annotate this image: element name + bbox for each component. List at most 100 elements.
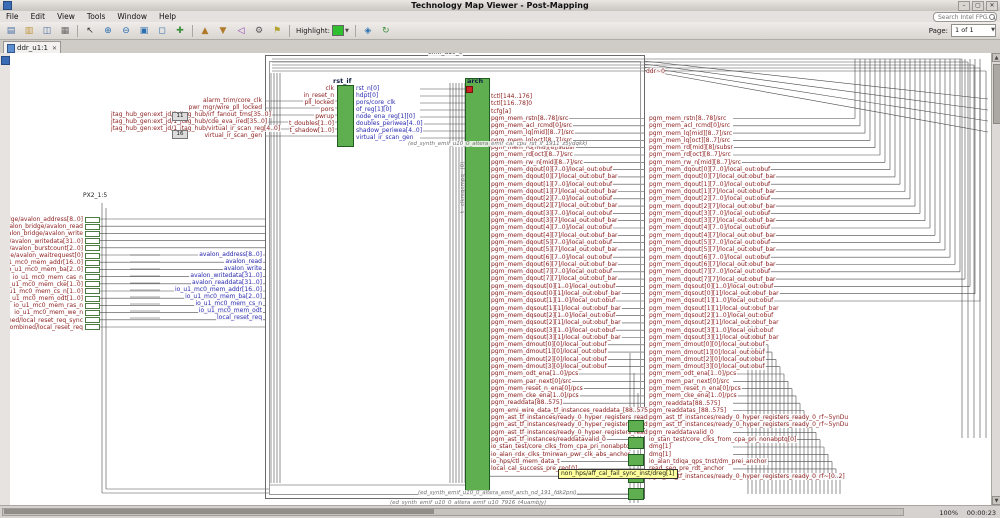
net-label-row[interactable]: pgm_mem_dqout[1][7]/local_out:obuf_bar <box>490 188 655 195</box>
net-label-row[interactable]: pgm_readdatas_[88..575] <box>648 407 848 414</box>
net-label-row[interactable]: pgm_readdatavalid_0 <box>648 429 848 436</box>
chevron-down-icon[interactable]: ▼ <box>991 25 995 36</box>
fanout-id-box[interactable]: 11 <box>172 112 188 121</box>
net-label-row[interactable]: pgm_mem_dqout[7][7..0]/local_out:obuf <box>648 268 848 275</box>
port-pin-box[interactable] <box>85 303 100 309</box>
net-label-row[interactable]: pgm_mem_dmout[2][0]/local_out:obuf <box>490 356 655 363</box>
net-label-row[interactable]: pgm_mem_odt_ena[1..0]/pcs <box>648 370 848 377</box>
maximize-button[interactable]: ▢ <box>972 1 984 11</box>
net-label-row[interactable]: pgm_mem_lq[mid][8..7]/src <box>490 129 655 136</box>
net-label-row[interactable]: pgm_mem_reset_n_ena[0]/pcs <box>648 385 848 392</box>
menu-item[interactable]: Window <box>111 11 153 22</box>
net-label-row[interactable]: pgm_mem_acl_rcmd[0]/src <box>490 122 655 129</box>
net-label-row[interactable]: pgm_mem_dqsout[1][1..0]/local_out:obuf <box>648 297 848 304</box>
input-port-row[interactable]: denali_in_avalon_bridge/avalon_read <box>10 223 100 230</box>
net-label-row[interactable]: pgm_readdata[88..575] <box>490 399 655 406</box>
input-port-row[interactable]: denali_in_avalon_bridge/avalon_writedata… <box>10 238 100 245</box>
toolbar-button[interactable]: ▲ <box>197 23 213 39</box>
net-label-row[interactable]: pgm_mem_lq[mid][8..7]/src <box>648 130 848 137</box>
net-label-row[interactable]: pgm_mem_dqsout[0][1..0]/local_out:obuf <box>648 283 848 290</box>
net-label-row[interactable]: pgm_mem_dqsout[1][1..0]/local_out:obuf <box>490 297 655 304</box>
chevron-down-icon[interactable]: ▼ <box>345 28 349 34</box>
net-label-row[interactable]: pgm_mem_dqsout[2][1]/local_out:obuf_bar <box>648 319 848 326</box>
menu-item[interactable]: View <box>51 11 81 22</box>
toolbar-button[interactable]: ↖ <box>82 23 98 39</box>
toolbar-button[interactable]: ◈ <box>360 23 376 39</box>
net-label-row[interactable]: pgm_ast_tf_instances/ready_0_hyper_regis… <box>648 421 848 428</box>
net-label-row[interactable]: pgm_mem_dqout[5][7..0]/local_out:obuf <box>648 239 848 246</box>
net-label-row[interactable]: pgm_mem_dqout[6][7]/local_out:obuf_bar <box>490 261 655 268</box>
highlight-control[interactable]: Highlight: ▼ <box>296 25 349 36</box>
menu-item[interactable]: Help <box>153 11 182 22</box>
vertical-scroll-thumb[interactable] <box>993 64 1000 124</box>
close-button[interactable]: ✕ <box>986 1 998 11</box>
net-label-row[interactable]: io_alan_tdiqa_qps_tnst/dm_prei_anchor <box>648 458 848 465</box>
net-label-row[interactable]: pgm_mem_lq[oct][8..7]/src <box>648 137 848 144</box>
scroll-down-arrow[interactable]: ▼ <box>992 496 1000 505</box>
port-pin-box[interactable] <box>85 238 100 244</box>
net-label-row[interactable]: pgm_mem_dqout[2][7]/local_out:obuf_bar <box>490 202 655 209</box>
net-label-row[interactable]: pgm_mem_dqsout[3][1..0]/local_out:obuf <box>490 327 655 334</box>
net-label-row[interactable]: pgm_mem_dqout[1][7..0]/local_out:obuf <box>648 181 848 188</box>
toolbar-button[interactable]: ↻ <box>378 23 394 39</box>
page-select[interactable]: 1 of 1 ▼ <box>951 24 996 37</box>
menu-item[interactable]: Edit <box>25 11 52 22</box>
net-label-row[interactable]: pgm_mem_rw_n[mid][8..7]/src <box>648 159 848 166</box>
rst-if-block[interactable] <box>337 85 354 147</box>
port-pin-box[interactable] <box>85 274 100 280</box>
input-port-row[interactable]: io_u1_mc0_mem_ba[2..0] <box>10 266 100 273</box>
net-label-row[interactable]: pgm_mem_dqsout[3][1]/local_out:obuf_bar <box>648 334 848 341</box>
schematic-canvas[interactable]: emif_u10_0 (ed_synth_emif_u10_0_altera_e… <box>10 53 991 505</box>
net-label-row[interactable]: pgm_ast_tf_instances/ready_0_hyper_regis… <box>648 473 848 480</box>
net-label-row[interactable]: pgm_mem_reset_n_ena[0]/pcs <box>490 385 655 392</box>
net-label-row[interactable]: pgm_mem_rstn[8..78]/src <box>648 115 848 122</box>
search-box[interactable] <box>933 12 997 22</box>
input-port-row[interactable]: io_u1_mc0_mem_cke[1..0] <box>10 281 100 288</box>
net-label-row[interactable]: pgm_mem_cke_ena[1..0]/pcs <box>490 392 655 399</box>
net-label-row[interactable]: pgm_mem_dqout[4][7..0]/local_out:obuf <box>490 224 655 231</box>
net-label-row[interactable]: pgm_mem_dmout[1][0]/local_out:obuf <box>490 348 655 355</box>
panel-toggle-icon[interactable] <box>1 56 10 65</box>
net-label-row[interactable]: pgm_mem_dqout[6][7..0]/local_out:obuf <box>648 254 848 261</box>
toolbar-button[interactable]: ◫ <box>39 23 55 39</box>
net-label-row[interactable]: pgm_mem_dqsout[1][1]/local_out:obuf_bar <box>648 305 848 312</box>
fanout-id-box[interactable]: 16 <box>172 130 188 139</box>
net-label-row[interactable]: dmg[1] <box>648 451 848 458</box>
net-label-row[interactable]: pgm_mem_par_next[0]/src <box>648 378 848 385</box>
input-port-row[interactable]: denali_in_avalon_bridge/avalon_burstcoun… <box>10 245 100 252</box>
net-label-row[interactable]: pgm_mem_dmout[2][0]/local_out:obuf <box>648 356 848 363</box>
toolbar-button[interactable]: ✚ <box>172 23 188 39</box>
net-label-row[interactable]: pgm_mem_dmout[0][0]/local_out:obuf <box>490 341 655 348</box>
input-port-row[interactable]: io_u1_mc0_mem_odt[1..0] <box>10 295 100 302</box>
net-label-row[interactable]: pgm_mem_rd[mid][8]/subsr <box>648 144 848 151</box>
net-label-row[interactable]: read_seq_pre_rdt_anchor <box>648 465 848 472</box>
net-label-row[interactable]: pgm_mem_dqout[7][7..0]/local_out:obuf <box>490 268 655 275</box>
net-label-row[interactable]: pgm_mem_dqout[0][7]/local_out:obuf_bar <box>648 173 848 180</box>
port-pin-box[interactable] <box>85 253 100 259</box>
net-label-row[interactable]: pgm_mem_dqout[6][7]/local_out:obuf_bar <box>648 261 848 268</box>
port-pin-box[interactable] <box>85 310 100 316</box>
toolbar-button[interactable]: ◻ <box>154 23 170 39</box>
net-label-row[interactable]: pgm_mem_dqout[0][7..0]/local_out:obuf <box>490 166 655 173</box>
tab-close-icon[interactable]: ✕ <box>52 45 57 52</box>
menu-item[interactable]: Tools <box>81 11 111 22</box>
horizontal-scrollbar[interactable] <box>2 508 904 516</box>
port-pin-box[interactable] <box>85 288 100 294</box>
net-label-row[interactable]: pgm_mem_par_next[0]/src <box>490 378 655 385</box>
net-label-row[interactable]: pgm_mem_dqout[1][7]/local_out:obuf_bar <box>648 188 848 195</box>
net-label-row[interactable]: pgm_mem_dqout[2][7]/local_out:obuf_bar <box>648 203 848 210</box>
net-label-row[interactable]: tcfg[a] <box>490 108 655 115</box>
net-label-row[interactable]: pgm_mem_dqsout[1][1]/local_out:obuf_bar <box>490 305 655 312</box>
horizontal-scroll-thumb[interactable] <box>4 509 434 514</box>
net-label-row[interactable]: pgm_mem_dqout[4][7]/local_out:obuf_bar <box>490 232 655 239</box>
input-port-row[interactable]: io_u1_mc0_mem_we_n <box>10 309 100 316</box>
net-label-row[interactable]: pgm_mem_dqout[1][7..0]/local_out:obuf <box>490 181 655 188</box>
net-label-row[interactable]: pgm_mem_rd[oct][8..7]/src <box>648 151 848 158</box>
port-pin-box[interactable] <box>85 267 100 273</box>
input-port-row[interactable]: io_u1_mc0_mem_cs_n[1..0] <box>10 288 100 295</box>
net-label-row[interactable]: pgm_mem_dqout[6][7..0]/local_out:obuf <box>490 254 655 261</box>
net-label-row[interactable]: pgm_mem_dqsout[0][1]/local_out:obuf_bar <box>490 290 655 297</box>
net-label-row[interactable]: pgm_mem_cke_ena[1..0]/pcs <box>648 392 848 399</box>
net-label-row[interactable]: pgm_mem_dqout[0][7..0]/local_out:obuf <box>648 166 848 173</box>
net-label-row[interactable]: pgm_mem_dqsout[2][1..0]/local_out:obuf <box>648 312 848 319</box>
